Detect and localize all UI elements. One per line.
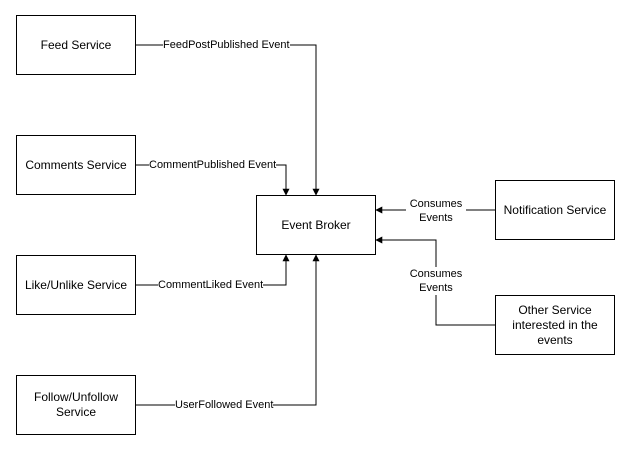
comment-liked-label: CommentLiked Event (158, 278, 264, 292)
edge-feed-to-broker (136, 44, 320, 196)
event-broker-node: Event Broker (256, 195, 376, 255)
feed-service-label: Feed Service (40, 37, 112, 52)
notification-service-node: Notification Service (495, 180, 615, 240)
comments-service-label: Comments Service (25, 157, 127, 172)
other-service-node: Other Service interested in the events (495, 295, 615, 355)
follow-service-label: Follow/Unfollow Service (33, 390, 119, 419)
notification-service-label: Notification Service (503, 202, 607, 217)
comments-service-node: Comments Service (16, 135, 136, 195)
like-service-node: Like/Unlike Service (16, 255, 136, 315)
notification-consumes-label: Consumes Events (406, 197, 466, 225)
user-followed-label: UserFollowed Event (175, 398, 274, 412)
follow-service-node: Follow/Unfollow Service (16, 375, 136, 435)
other-consumes-label: Consumes Events (406, 267, 466, 295)
comment-published-label: CommentPublished Event (149, 158, 277, 172)
like-service-label: Like/Unlike Service (24, 277, 128, 292)
feed-post-published-label: FeedPostPublished Event (163, 38, 290, 52)
event-broker-label: Event Broker (281, 217, 351, 232)
other-service-label: Other Service interested in the events (512, 302, 598, 347)
feed-service-node: Feed Service (16, 15, 136, 75)
